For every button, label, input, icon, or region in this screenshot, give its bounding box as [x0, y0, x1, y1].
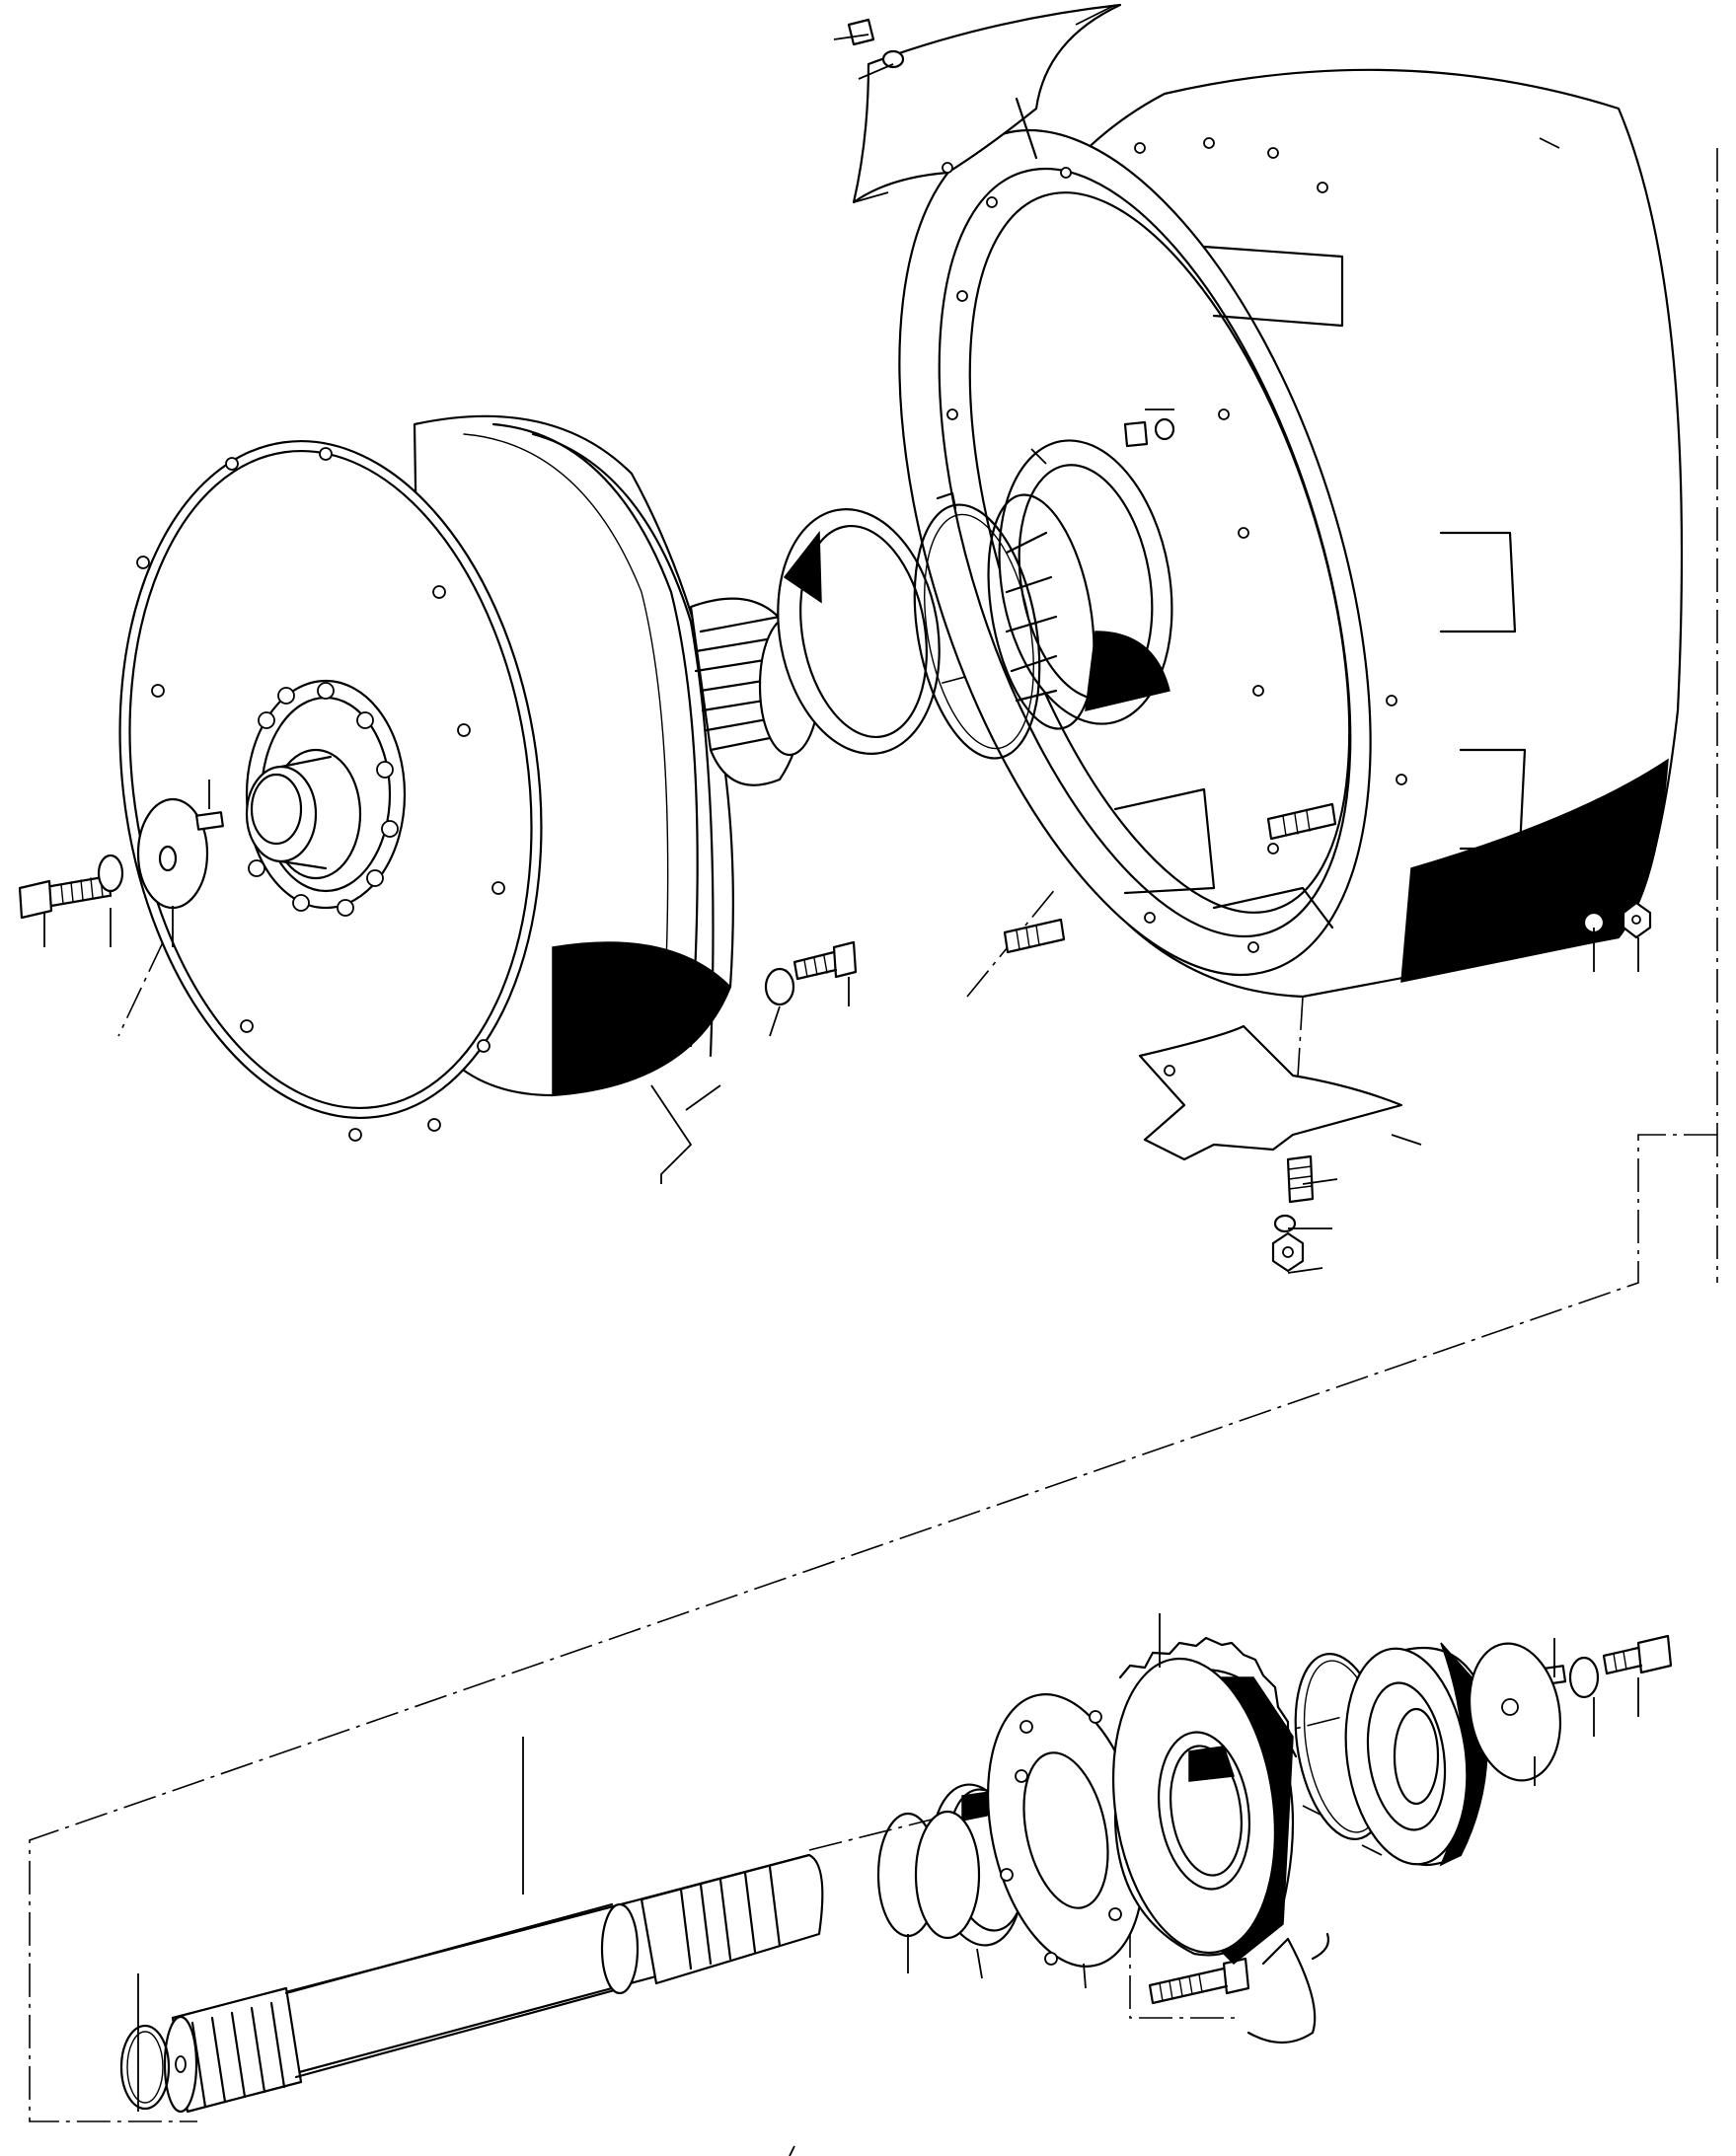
lock-washers [97, 49, 1606, 1699]
input-gear [689, 597, 821, 786]
cap-screws [18, 18, 1673, 2005]
lock-wire [1246, 1932, 1330, 2044]
hex-nuts [1271, 901, 1652, 1273]
ball-bearing [1344, 1642, 1488, 1867]
drive-shaft [163, 1853, 824, 2114]
housing-cover-plate [852, 3, 1122, 204]
guard-plate [1138, 1024, 1403, 1161]
leader-lines [43, 4, 1639, 2156]
output-gear [1111, 1636, 1298, 1966]
studs [1003, 802, 1337, 1204]
snap-ring [913, 491, 1041, 760]
pilot-bearing [987, 493, 1095, 730]
roller-bearing [914, 1783, 1027, 1947]
seal-ring [777, 508, 941, 755]
converter-housing [898, 68, 1684, 999]
torque-converter [118, 414, 734, 1142]
end-washer-plate [1468, 1642, 1562, 1782]
